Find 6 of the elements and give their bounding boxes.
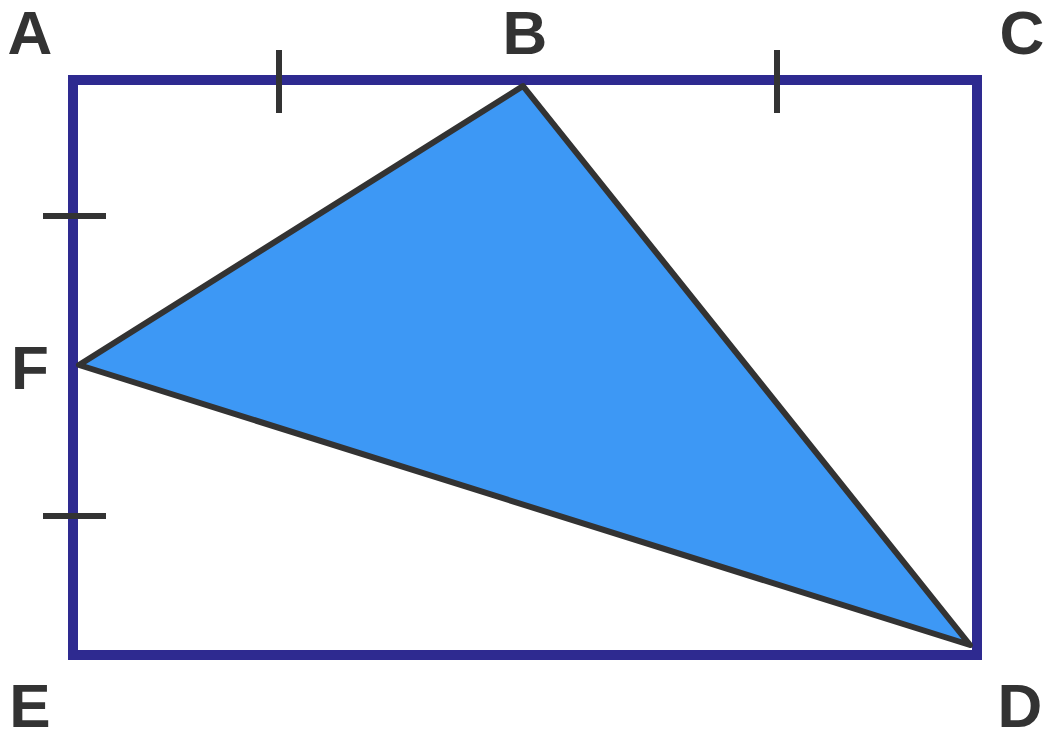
vertex-label: D — [997, 675, 1043, 735]
vertex-label: B — [502, 2, 548, 64]
vertex-label: A — [7, 2, 53, 64]
vertex-label: F — [11, 337, 49, 399]
vertex-label: C — [999, 2, 1045, 64]
vertex-label: E — [9, 675, 51, 735]
